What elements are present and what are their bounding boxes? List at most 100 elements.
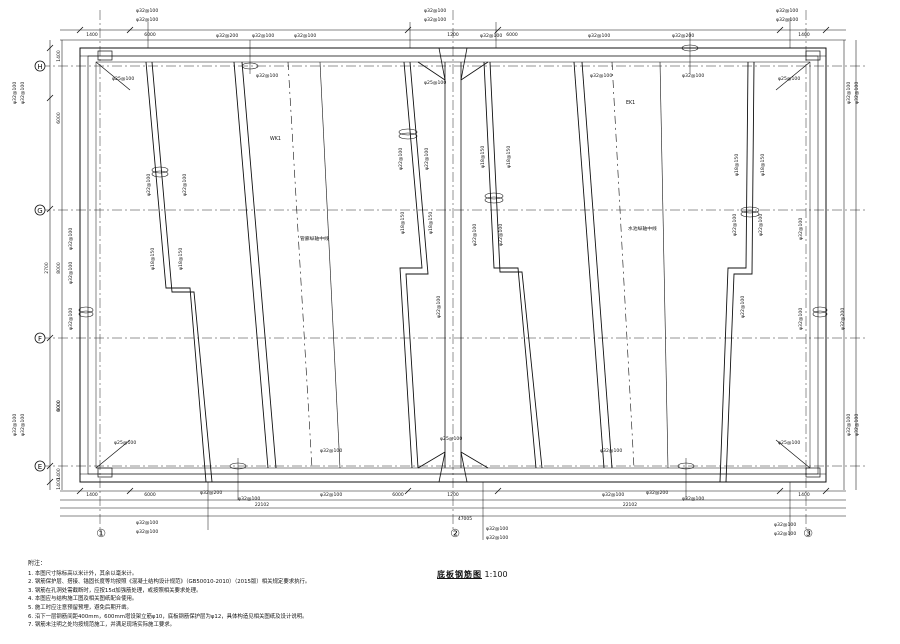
drawing-title: 底板钢筋图: [437, 570, 482, 579]
rebar-label: φ32@100: [238, 496, 260, 502]
grid-label-col-2: ②: [450, 527, 460, 540]
rebar-label: φ18@150: [428, 212, 434, 234]
grid-label-row-h: H: [37, 63, 42, 71]
dim-top-4: 6000: [506, 32, 518, 38]
rebar-label: φ18@150: [480, 146, 486, 168]
rebar-label: φ22@100: [146, 174, 152, 196]
rebar-label: φ32@100: [20, 414, 26, 436]
dim-bottom-1: 1400: [86, 492, 98, 498]
rebar-label: φ32@100: [424, 8, 446, 14]
rebar-label: φ32@200: [200, 490, 222, 496]
dim-bottom-total-overall: 47005: [458, 516, 472, 522]
rebar-label: φ32@100: [774, 531, 796, 537]
callout-ek1: EK1: [626, 100, 635, 106]
dim-bottom-4: 6000: [392, 492, 404, 498]
note-item: 2. 钢筋保护层、搭接、锚固长度等均按照《混凝土结构设计规范》（GB50010-…: [28, 579, 311, 586]
grid-label-row-e: E: [38, 463, 42, 471]
rebar-label: φ25@100: [112, 76, 134, 82]
note-item: 6. 沿下一层钢筋间距400mm，600mm增设架立筋φ10，底板钢筋保护层为φ…: [28, 613, 308, 620]
rebar-label: φ32@100: [20, 82, 26, 104]
rebar-label: φ32@100: [480, 33, 502, 39]
rebar-label: φ32@100: [590, 73, 612, 79]
rebar-label: φ18@150: [734, 154, 740, 176]
rebar-label: φ32@100: [424, 17, 446, 23]
grid-label-row-g: G: [37, 207, 42, 215]
rebar-label: φ32@200: [672, 33, 694, 39]
rebar-label: φ32@100: [682, 73, 704, 79]
rebar-label: φ18@150: [178, 248, 184, 270]
rebar-label: φ32@200: [840, 308, 846, 330]
rebar-label: φ32@100: [588, 33, 610, 39]
rebar-label: φ32@100: [68, 228, 74, 250]
grid-bubble-row-h: [34, 60, 46, 72]
dim-left-2: 6000: [56, 112, 62, 124]
rebar-label: φ32@100: [776, 17, 798, 23]
rebar-label: φ22@100: [472, 224, 478, 246]
dim-left-6: 1400: [56, 478, 62, 490]
note-item: 3. 钢筋在孔洞处需截断时，应按15d加强筋处理，或按照相关要求处理。: [28, 587, 202, 594]
rebar-label: φ25@100: [424, 80, 446, 86]
rebar-label: φ18@150: [400, 212, 406, 234]
dim-left-3: 2700: [44, 262, 50, 274]
rebar-label: φ18@150: [506, 146, 512, 168]
callout-wk1: WK1: [270, 136, 281, 142]
note-item: 5. 施工时应注意预留预埋，避免后期开凿。: [28, 604, 132, 611]
rebar-label: φ32@200: [646, 490, 668, 496]
rebar-label: φ32@100: [486, 535, 508, 541]
grid-bubble-row-g: [34, 204, 46, 216]
rebar-band-6: [719, 61, 755, 483]
dim-bottom-total-left: 22102: [255, 502, 269, 508]
center-line-right: [611, 61, 635, 469]
rebar-label: φ32@100: [854, 82, 860, 104]
corner-marker: [97, 50, 113, 61]
grid-bubble-row-f: [34, 332, 46, 344]
rebar-label: φ32@100: [68, 308, 74, 330]
rebar-label: φ32@200: [216, 33, 238, 39]
dim-top-5: 1400: [798, 32, 810, 38]
corner-marker: [805, 467, 821, 478]
rebar-label: φ18@150: [150, 248, 156, 270]
rebar-label: φ32@100: [776, 8, 798, 14]
dim-bottom-2: 6000: [144, 492, 156, 498]
rebar-label: φ32@100: [320, 448, 342, 454]
rebar-label: φ32@100: [846, 82, 852, 104]
drawing-title-block: 底板钢筋图 1:100: [437, 569, 508, 580]
rebar-label: φ32@100: [256, 73, 278, 79]
rebar-label: φ32@100: [486, 526, 508, 532]
dim-top-3: 1200: [447, 32, 459, 38]
note-item: 7. 钢筋未注明之处均按规范施工，并满足现场实际施工要求。: [28, 622, 176, 629]
dim-left-4: 6000: [56, 400, 62, 412]
rebar-label: φ22@100: [424, 148, 430, 170]
dim-top-1: 1400: [86, 32, 98, 38]
rebar-label: φ32@100: [320, 492, 342, 498]
dim-bottom-5: 1400: [798, 492, 810, 498]
center-line-left-label: 管廊纵轴中线: [300, 235, 329, 242]
rebar-label: φ25@100: [440, 436, 462, 442]
notes-heading: 附注：: [28, 560, 47, 567]
rebar-label: φ22@100: [498, 224, 504, 246]
grid-label-col-3: ③: [803, 527, 813, 540]
corner-marker: [97, 467, 113, 478]
rebar-band-1: [145, 61, 213, 483]
rebar-label: φ32@100: [854, 414, 860, 436]
rebar-label: φ32@100: [846, 414, 852, 436]
rebar-label: φ32@100: [252, 33, 274, 39]
rebar-label: φ22@100: [732, 214, 738, 236]
rebar-label: φ32@100: [12, 414, 18, 436]
rebar-label: φ32@100: [12, 82, 18, 104]
rebar-band-3: [399, 61, 429, 469]
dim-left-extra-2: 8000: [56, 400, 62, 412]
rebar-band-5: [573, 61, 613, 469]
grid-label-col-1: ①: [96, 527, 106, 540]
rebar-label: φ32@100: [774, 522, 796, 528]
rebar-label: φ32@100: [602, 492, 624, 498]
rebar-label: φ32@100: [294, 33, 316, 39]
rebar-label: φ22@100: [758, 214, 764, 236]
dim-left-extra-1: 8000: [56, 262, 62, 274]
rebar-label: φ32@100: [682, 496, 704, 502]
grid-label-row-f: F: [38, 335, 42, 343]
rebar-label: φ32@100: [136, 529, 158, 535]
rebar-band-4: [483, 61, 543, 469]
dim-left-1: 1400: [56, 50, 62, 62]
